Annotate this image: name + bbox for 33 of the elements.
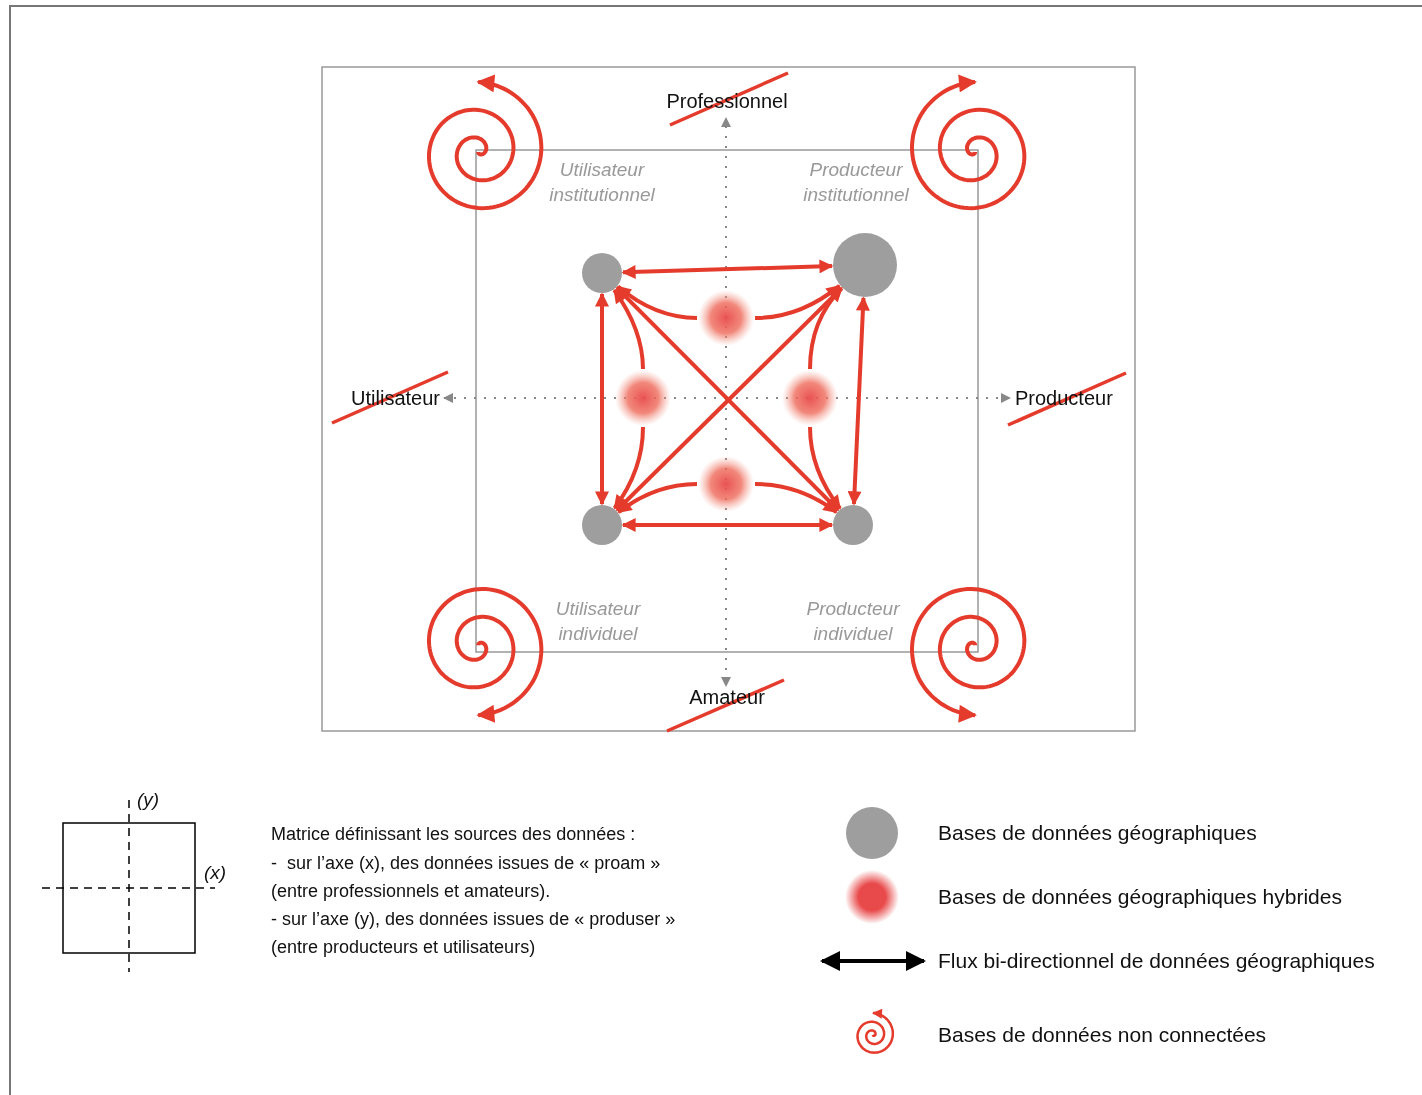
note-text: - sur l’axe (y), des données issues de « produser » (entre producteurs et utilisateurs) xyxy=(271,908,677,959)
curved-arrow xyxy=(612,288,645,370)
note-text: - sur l’axe (x), des données issues de « proam » (entre professionnels et amateurs). xyxy=(271,852,662,903)
database-circle xyxy=(833,505,873,545)
legend-text: Flux bi-directionnel de données géographiques xyxy=(938,949,1375,973)
hybrid-database-blob xyxy=(615,370,671,426)
quadrant-label: Producteur individuel xyxy=(805,597,901,646)
database-circle xyxy=(833,233,897,297)
quadrant-label: Utilisateur institutionnel xyxy=(548,158,656,207)
quadrant-label: Producteur institutionnel xyxy=(802,158,910,207)
database-circle xyxy=(582,505,622,545)
hybrid-database-blob xyxy=(782,370,838,426)
curved-arrow xyxy=(808,426,842,510)
hybrid-database-blob xyxy=(698,456,754,512)
hybrid-database-blob xyxy=(698,290,754,346)
quadrant-label: Utilisateur individuel xyxy=(554,597,642,646)
note-text: Matrice définissant les sources des données : xyxy=(271,823,637,846)
legend-text: Bases de données géographiques hybrides xyxy=(938,885,1342,909)
axis-name: (y) xyxy=(137,789,160,811)
double-arrow xyxy=(595,292,609,506)
curved-arrow xyxy=(612,426,645,510)
double-arrow xyxy=(621,259,834,279)
curved-arrow xyxy=(754,284,841,320)
curved-arrow xyxy=(617,482,698,514)
double-arrow xyxy=(621,518,834,532)
axis-name: (x) xyxy=(204,862,227,884)
curved-arrow xyxy=(616,285,698,320)
curved-arrow xyxy=(754,482,838,514)
legend-text: Bases de données géographiques xyxy=(938,821,1257,845)
database-circle xyxy=(582,253,622,293)
curved-arrow xyxy=(808,286,844,370)
double-arrow xyxy=(847,296,870,506)
legend-text: Bases de données non connectées xyxy=(938,1023,1267,1047)
